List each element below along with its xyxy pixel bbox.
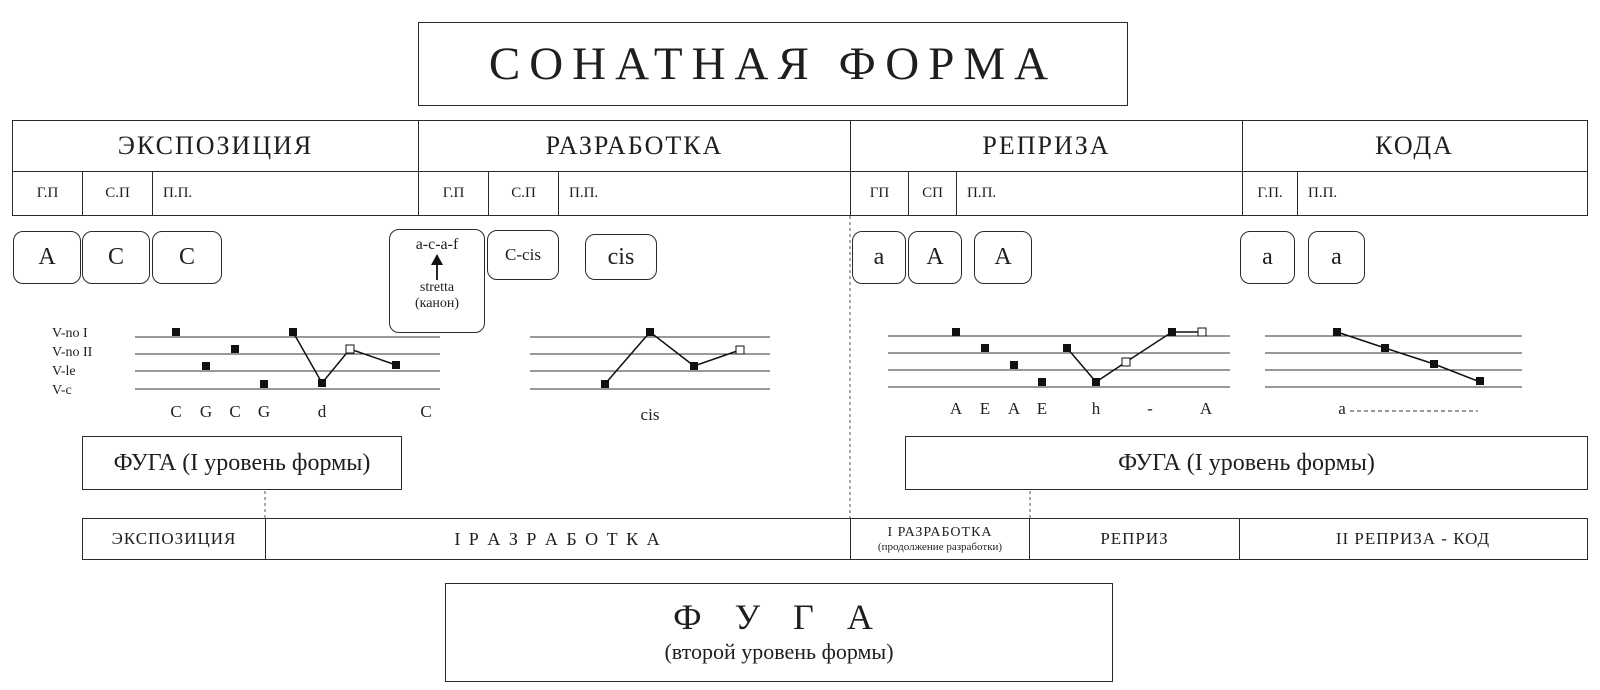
section-exposition: ЭКСПОЗИЦИЯ <box>13 121 419 171</box>
staff-development <box>530 336 770 390</box>
entry-marker <box>289 328 297 336</box>
entry-marker <box>1038 378 1046 386</box>
key-box: a <box>1240 231 1295 284</box>
fugue-section-label: I РАЗРАБОТКА <box>887 525 993 541</box>
fugue-level-1-box: ФУГА (I уровень формы) <box>905 436 1588 490</box>
entry-label: C <box>229 402 240 421</box>
subsection-row: Г.П С.П П.П. Г.П С.П П.П. ГП СП П.П. Г.П… <box>12 172 1588 216</box>
section-development: РАЗРАБОТКА <box>419 121 851 171</box>
key-sequence: a-c-a-f <box>415 236 459 253</box>
voice-path <box>1336 331 1481 383</box>
up-arrow-icon <box>431 254 443 280</box>
entry-marker <box>690 362 698 370</box>
subsection-cell: Г.П. <box>1243 172 1298 215</box>
fugue-level-2-box: Ф У Г А (второй уровень формы) <box>445 583 1113 682</box>
entry-label: d <box>318 402 327 421</box>
entry-marker <box>1381 344 1389 352</box>
fugue-section-recap-coda: II РЕПРИЗА - КОД <box>1335 529 1491 548</box>
fugue-section-exposition: ЭКСПОЗИЦИЯ <box>83 519 266 559</box>
entry-marker <box>1333 328 1341 336</box>
fugue-section-development-continued: I РАЗРАБОТКА (продолжение разработки) <box>851 519 1030 559</box>
subsection-cell: П.П. <box>1308 185 1338 201</box>
staff-coda <box>1265 335 1522 388</box>
fugue-section-note: (продолжение разработки) <box>877 540 1003 553</box>
subsection-cell: Г.П <box>419 172 489 215</box>
entry-marker <box>392 361 400 369</box>
section-row: ЭКСПОЗИЦИЯ РАЗРАБОТКА РЕПРИЗА КОДА <box>12 120 1588 172</box>
stretta-label: stretta <box>419 280 455 295</box>
stretta-key-box: a-c-a-f stretta (канон) <box>389 229 485 333</box>
key-box: C <box>152 231 222 284</box>
entry-marker <box>981 344 989 352</box>
subsection-cell: ГП <box>851 172 909 215</box>
entry-marker <box>231 345 239 353</box>
entry-marker <box>1063 344 1071 352</box>
key-box: a <box>852 231 906 284</box>
fugue-level-1-box: ФУГА (I уровень формы) <box>82 436 402 490</box>
fugue-section-recapitulation: РЕПРИЗ <box>1030 519 1240 559</box>
entry-label: A <box>950 399 963 418</box>
entry-label: C <box>170 402 181 421</box>
entry-label: cis <box>641 405 660 424</box>
page-title: СОНАТНАЯ ФОРМА <box>418 22 1128 106</box>
subsection-cell: С.П <box>489 172 559 215</box>
fugue-level-2-title: Ф У Г А <box>673 597 885 638</box>
entry-label: E <box>1037 399 1047 418</box>
subsection-cell: П.П. <box>957 172 1243 215</box>
voice-label-viola: V-le <box>52 364 76 379</box>
entry-label: A <box>1200 399 1213 418</box>
entry-marker-hollow <box>345 344 355 354</box>
entry-marker <box>202 362 210 370</box>
subsection-cell: С.П <box>83 172 153 215</box>
section-coda: КОДА <box>1375 131 1454 160</box>
subsection-cell: П.П. <box>559 172 851 215</box>
key-box: C-cis <box>487 230 559 280</box>
entry-marker <box>1476 377 1484 385</box>
entry-marker <box>260 380 268 388</box>
key-box: cis <box>585 234 657 280</box>
key-box: C <box>82 231 150 284</box>
subsection-cell: Г.П <box>13 172 83 215</box>
section-recapitulation: РЕПРИЗА <box>851 121 1243 171</box>
entry-marker <box>646 328 654 336</box>
entry-marker <box>1430 360 1438 368</box>
subsection-cell: СП <box>909 172 957 215</box>
entry-marker <box>601 380 609 388</box>
entry-label: A <box>1008 399 1021 418</box>
voice-label-cello: V-c <box>52 383 72 398</box>
entry-marker-hollow <box>735 345 745 355</box>
fugue-section-development: I Р А З Р А Б О Т К А <box>266 519 851 559</box>
fugue-section-row: ЭКСПОЗИЦИЯ I Р А З Р А Б О Т К А I РАЗРА… <box>82 518 1588 560</box>
entry-marker <box>1010 361 1018 369</box>
key-box: A <box>908 231 962 284</box>
canon-label: (канон) <box>414 296 460 312</box>
staff-recapitulation <box>888 335 1230 388</box>
entry-label: h <box>1092 399 1101 418</box>
entry-marker <box>1092 378 1100 386</box>
entry-marker <box>952 328 960 336</box>
staff-exposition <box>135 336 440 390</box>
key-box: A <box>13 231 81 284</box>
entry-marker <box>1168 328 1176 336</box>
entry-label: a <box>1338 399 1346 418</box>
entry-label: G <box>258 402 270 421</box>
voice-path <box>604 330 741 385</box>
entry-marker <box>318 379 326 387</box>
entry-label: C <box>420 402 431 421</box>
fugue-level-2-subtitle: (второй уровень формы) <box>664 639 894 664</box>
subsection-cell: П.П. <box>153 172 419 215</box>
entry-marker-hollow <box>1197 327 1207 337</box>
voice-path <box>292 331 397 385</box>
key-box: A <box>974 231 1032 284</box>
entry-label: G <box>200 402 212 421</box>
key-box: a <box>1308 231 1365 284</box>
entry-marker-hollow <box>1121 357 1131 367</box>
entry-marker <box>172 328 180 336</box>
voice-label-violin-1: V-no I <box>52 326 88 341</box>
voice-label-violin-2: V-no II <box>52 345 93 360</box>
entry-label: - <box>1147 399 1153 418</box>
entry-label: E <box>980 399 990 418</box>
